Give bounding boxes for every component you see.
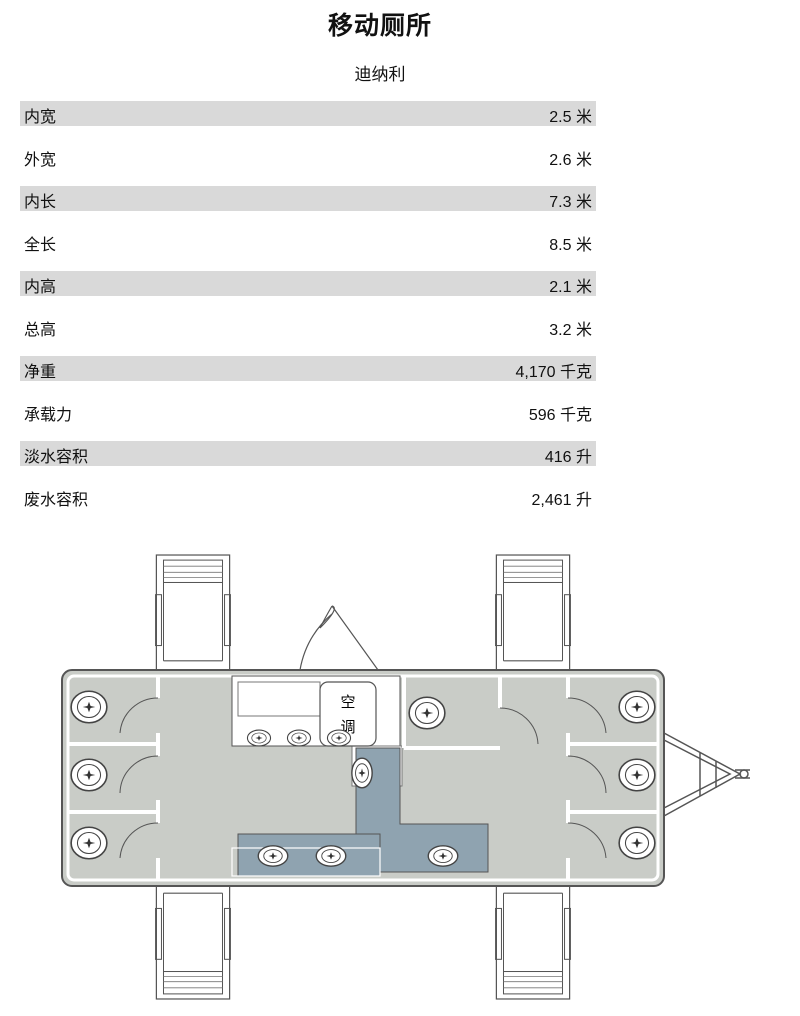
toilet-icon: [408, 696, 446, 730]
spec-value: 7.3 米: [549, 192, 592, 211]
spec-label: 内宽: [24, 107, 57, 126]
spec-value: 8.5 米: [549, 234, 592, 254]
spec-table: 内宽 2.5 米 外宽 2.6 米 内长 7.3 米 全长 8.5 米 内高 2…: [20, 101, 596, 526]
spec-label: 外宽: [24, 149, 57, 169]
spec-row: 外宽 2.6 米: [20, 144, 596, 169]
toilet-icon: [618, 758, 656, 792]
floor-plan: 空 调: [40, 548, 780, 1010]
spec-value: 3.2 米: [549, 319, 592, 339]
spec-label: 废水容积: [24, 489, 89, 509]
sink-icon: [427, 845, 459, 867]
spec-row: 淡水容积 416 升: [20, 441, 596, 466]
toilet-icon: [70, 690, 108, 724]
sink-icon: [257, 845, 289, 867]
spec-label: 净重: [24, 362, 57, 381]
urinal-icon: [286, 729, 312, 747]
spec-value: 2.6 米: [549, 149, 592, 169]
toilet-icon: [70, 758, 108, 792]
spec-row: 承载力 596 千克: [20, 399, 596, 424]
model-name: 迪纳利: [354, 65, 406, 85]
ac-label: 空: [340, 693, 355, 711]
spec-label: 内长: [24, 192, 57, 211]
spec-row: 内长 7.3 米: [20, 186, 596, 211]
urinal-icon: [326, 729, 352, 747]
stair-icon: [495, 882, 571, 1000]
spec-row: 净重 4,170 千克: [20, 356, 596, 381]
toilet-icon: [618, 826, 656, 860]
stall-doors: [119, 697, 607, 859]
spec-value: 416 升: [544, 447, 592, 466]
spec-label: 全长: [24, 234, 57, 254]
spec-row: 内高 2.1 米: [20, 271, 596, 296]
stair-icon: [155, 554, 231, 672]
urinal-icon: [246, 729, 272, 747]
spec-label: 承载力: [24, 404, 73, 424]
spec-row: 总高 3.2 米: [20, 314, 596, 339]
spec-label: 总高: [24, 319, 57, 339]
spec-value: 4,170 千克: [515, 362, 592, 381]
toilet-icon: [618, 690, 656, 724]
spec-value: 2.1 米: [549, 277, 592, 296]
partition-walls: [68, 676, 658, 880]
spec-label: 内高: [24, 277, 57, 296]
spec-label: 淡水容积: [24, 447, 89, 466]
stair-icon: [155, 882, 231, 1000]
spec-row: 内宽 2.5 米: [20, 101, 596, 126]
door-swing-icon: [299, 605, 379, 671]
toilet-icon: [70, 826, 108, 860]
spec-row: 全长 8.5 米: [20, 229, 596, 254]
page-title: 移动厕所: [327, 11, 432, 40]
sink-icon: [351, 757, 373, 789]
sink-icon: [315, 845, 347, 867]
spec-value: 2.5 米: [549, 107, 592, 126]
spec-row: 废水容积 2,461 升: [20, 484, 596, 509]
spec-value: 596 千克: [528, 404, 592, 424]
stair-icon: [495, 554, 571, 672]
spec-value: 2,461 升: [531, 489, 592, 509]
trailer-hitch-icon: [663, 732, 750, 817]
